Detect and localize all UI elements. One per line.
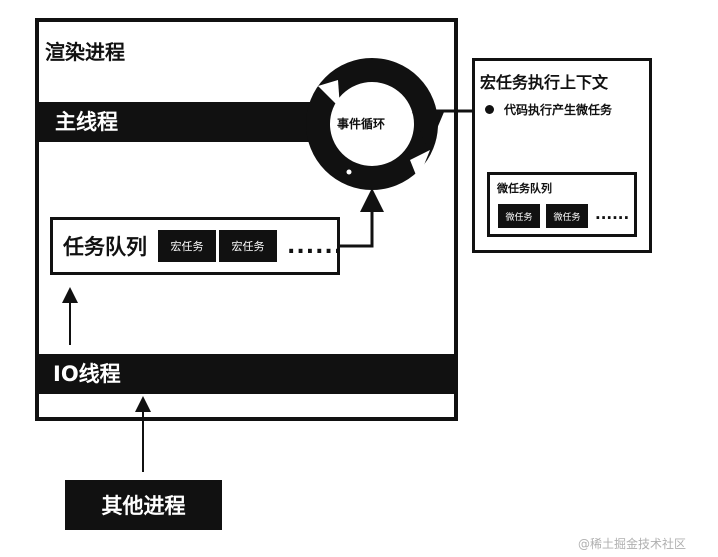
main-thread-bar: 主线程 [37,102,318,142]
event-loop-label: 事件循环 [337,117,386,131]
micro-queue-ellipsis: ...... [595,205,630,223]
io-thread-bar: IO线程 [37,354,457,394]
render-process-title: 渲染进程 [45,40,125,64]
macro-context-title: 宏任务执行上下文 [480,73,609,92]
task-queue-ellipsis: ...... [287,234,344,259]
micro-queue-label: 微任务队列 [497,182,552,195]
other-process-box: 其他进程 [65,480,222,530]
watermark: @稀土掘金技术社区 [578,537,687,551]
micro-task-1: 微任务 [498,204,540,228]
micro-task-2: 微任务 [546,204,588,228]
code-produces-micro-note: 代码执行产生微任务 [504,103,613,117]
macro-task-2: 宏任务 [219,230,277,262]
render-process-box [35,18,458,421]
bullet-icon [485,105,494,114]
queue-to-loop-arrow [340,188,384,248]
macro-task-1: 宏任务 [158,230,216,262]
task-queue-label: 任务队列 [63,235,147,259]
event-loop-ring-icon [306,58,444,190]
